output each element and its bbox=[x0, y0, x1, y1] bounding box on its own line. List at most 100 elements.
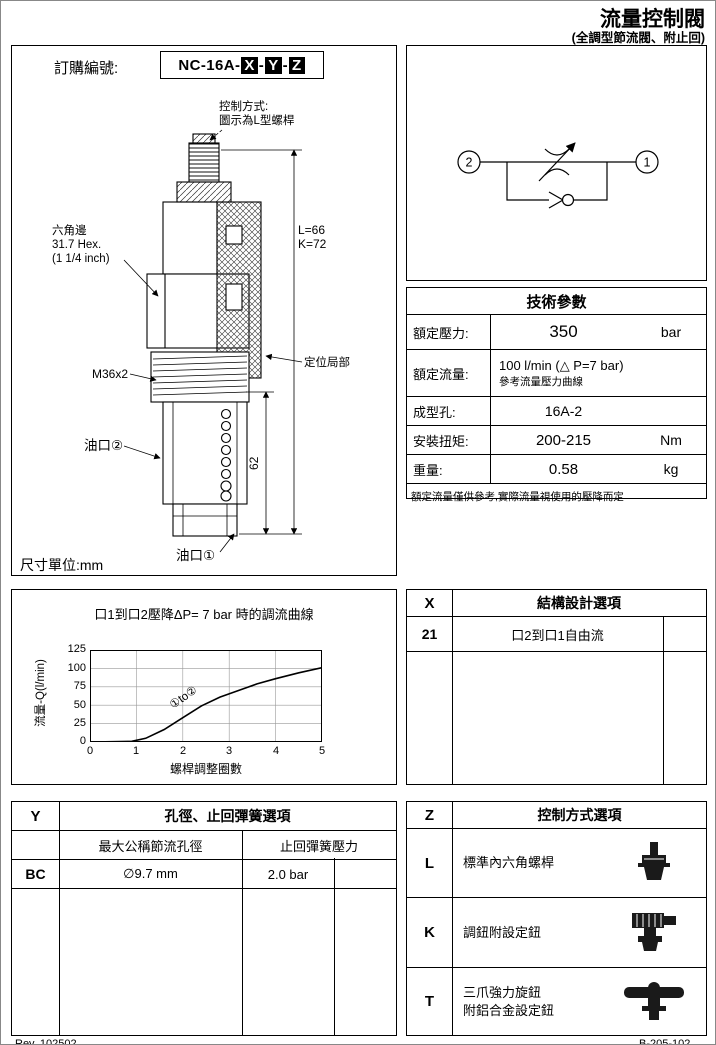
rated-flow-label: 額定流量: bbox=[407, 350, 491, 396]
adjustability-arrow-icon bbox=[538, 142, 576, 182]
y-tick-75: 75 bbox=[73, 680, 86, 692]
table-row: T 三爪強力旋鈕 附鋁合金設定鈕 bbox=[407, 967, 706, 1036]
table-row: 21 口2到口1自由流 bbox=[407, 617, 706, 652]
weight-unit: kg bbox=[663, 461, 679, 477]
y-options-header: Y 孔徑、止回彈簧選項 bbox=[12, 802, 396, 831]
y-tick-100: 100 bbox=[67, 662, 86, 674]
control-options-panel: Z 控制方式選項 L 標準內六角螺桿 bbox=[406, 801, 707, 1036]
x-options-code: X bbox=[424, 594, 435, 612]
chart-title: 口1到口2壓降ΔP= 7 bar 時的調流曲線 bbox=[94, 607, 314, 622]
table-row: L 標準內六角螺桿 bbox=[407, 829, 706, 899]
structure-options-panel: X 結構設計選項 21 口2到口1自由流 bbox=[406, 589, 707, 785]
flow-curve-plot bbox=[90, 650, 322, 742]
hex-label-line3: (1 1/4 inch) bbox=[52, 253, 110, 265]
column-divider bbox=[663, 616, 664, 784]
locating-label: 定位局部 bbox=[304, 355, 350, 369]
table-row: 重量: 0.58 kg bbox=[407, 455, 706, 484]
x-tick-5: 5 bbox=[318, 745, 326, 757]
x-option-label: 口2到口1自由流 bbox=[511, 627, 604, 643]
flow-curve-panel: 口1到口2壓降ΔP= 7 bar 時的調流曲線 流量-Q(l/min) 125 … bbox=[11, 589, 397, 785]
rated-pressure-unit: bar bbox=[660, 324, 682, 340]
cavity-unit bbox=[636, 397, 706, 425]
table-row: 額定壓力: 350 bar bbox=[407, 315, 706, 350]
table-row: 額定流量: 100 l/min (△ P=7 bar) 參考流量壓力曲線 bbox=[407, 350, 706, 397]
column-divider bbox=[242, 830, 243, 1035]
weight-label: 重量: bbox=[407, 455, 491, 483]
check-valve-seat-icon bbox=[548, 191, 565, 209]
x-options-title: 結構設計選項 bbox=[537, 595, 621, 611]
y-tick-25: 25 bbox=[73, 717, 86, 729]
cavity-value: 16A-2 bbox=[544, 403, 583, 419]
y-options-title: 孔徑、止回彈簧選項 bbox=[164, 808, 291, 824]
dim-l-label: L=66 bbox=[298, 223, 325, 237]
dimension-lines bbox=[123, 129, 303, 553]
dim-k-label: K=72 bbox=[298, 237, 327, 251]
rated-flow-unit bbox=[636, 350, 706, 396]
hex-label-line1: 六角邊 bbox=[52, 223, 87, 237]
x-options-header: X 結構設計選項 bbox=[407, 590, 706, 617]
orifice-col-header: 最大公稱節流孔徑 bbox=[98, 838, 203, 854]
order-number-label: 訂購編號: bbox=[54, 60, 119, 77]
tech-params-title: 技術參數 bbox=[407, 288, 706, 315]
dim-62-label: 62 bbox=[247, 456, 261, 470]
y-option-orifice: ∅9.7 mm bbox=[123, 866, 178, 881]
flow-curve bbox=[90, 666, 322, 742]
thread-size-label: M36x2 bbox=[92, 367, 128, 381]
technical-parameters-panel: 技術參數 額定壓力: 350 bar 額定流量: 100 l/min (△ P=… bbox=[406, 287, 707, 503]
rated-pressure-label: 額定壓力: bbox=[407, 315, 491, 349]
column-divider bbox=[334, 858, 335, 1035]
orifice-spring-options-panel: Y 孔徑、止回彈簧選項 最大公稱節流孔徑 止回彈簧壓力 BC ∅9.7 mm 2… bbox=[11, 801, 397, 1036]
z-option-label-t-line1: 三爪強力旋鈕 bbox=[463, 985, 542, 1001]
x-tick-1: 1 bbox=[132, 745, 140, 757]
control-method-note-line1: 控制方式: bbox=[219, 99, 268, 113]
spring-col-header: 止回彈簧壓力 bbox=[279, 838, 358, 854]
tech-footnote: 額定流量僅供參考,實際流量視使用的壓降而定 bbox=[411, 491, 624, 503]
oil-port-1-label: 油口① bbox=[176, 548, 215, 563]
dimension-unit-note: 尺寸單位:mm bbox=[20, 557, 103, 573]
z-option-label-t-line2: 附鋁合金設定鈕 bbox=[463, 1002, 555, 1018]
valve-drawing-panel: 訂購編號: NC-16A-X-Y-Z bbox=[11, 45, 397, 576]
order-code-y: Y bbox=[265, 56, 282, 74]
oil-port-2-label: 油口② bbox=[84, 438, 123, 453]
rated-flow-note: 參考流量壓力曲線 bbox=[499, 375, 583, 388]
z-options-code: Z bbox=[407, 802, 453, 828]
control-method-note-line2: 圖示為L型螺桿 bbox=[219, 113, 295, 127]
z-option-code-k: K bbox=[407, 898, 453, 967]
order-code-sep1: - bbox=[258, 56, 265, 74]
z-options-title: 控制方式選項 bbox=[537, 807, 622, 823]
hex-label-line2: 31.7 Hex. bbox=[52, 239, 101, 251]
rated-flow-value: 100 l/min (△ P=7 bar) 參考流量壓力曲線 bbox=[491, 350, 636, 396]
x-option-code: 21 bbox=[421, 626, 438, 642]
cavity-label: 成型孔: bbox=[407, 397, 491, 425]
rated-flow-main: 100 l/min (△ P=7 bar) bbox=[499, 357, 624, 373]
three-lobe-knob-icon bbox=[623, 981, 684, 1020]
y-tick-125: 125 bbox=[67, 643, 86, 655]
order-code-prefix: NC-16A- bbox=[178, 56, 241, 74]
order-code-box: NC-16A-X-Y-Z bbox=[160, 51, 324, 79]
port-1-number: 1 bbox=[644, 156, 651, 170]
z-options-header: Z 控制方式選項 bbox=[407, 802, 706, 829]
valve-section-drawing: 控制方式: 圖示為L型螺桿 六角邊 31.7 Hex. (1 1/4 inch)… bbox=[20, 99, 350, 573]
table-row: BC ∅9.7 mm 2.0 bar bbox=[12, 860, 396, 889]
document-number: B-205-102 bbox=[639, 1038, 691, 1045]
chart-y-axis-label: 流量-Q(l/min) bbox=[35, 659, 47, 727]
x-tick-2: 2 bbox=[179, 745, 187, 757]
y-options-code: Y bbox=[30, 807, 41, 825]
rated-pressure-value: 350 bbox=[549, 322, 578, 341]
x-tick-0: 0 bbox=[86, 745, 94, 757]
y-tick-0: 0 bbox=[79, 735, 86, 747]
y-option-code: BC bbox=[25, 866, 46, 882]
hex-socket-screw-icon bbox=[637, 842, 670, 881]
table-row: 成型孔: 16A-2 bbox=[407, 397, 706, 426]
table-row: 安裝扭矩: 200-215 Nm bbox=[407, 426, 706, 455]
torque-unit: Nm bbox=[660, 432, 682, 448]
y-option-spring: 2.0 bar bbox=[267, 866, 309, 882]
hydraulic-symbol-panel: 2 1 bbox=[406, 45, 707, 281]
x-tick-4: 4 bbox=[272, 745, 280, 757]
page-title: 流量控制閥 bbox=[600, 8, 705, 31]
torque-value: 200-215 bbox=[535, 431, 592, 449]
z-option-code-t: T bbox=[407, 967, 453, 1036]
z-option-label-l: 標準內六角螺桿 bbox=[463, 855, 555, 871]
page-subtitle: (全調型節流閥、附止回) bbox=[571, 31, 705, 45]
